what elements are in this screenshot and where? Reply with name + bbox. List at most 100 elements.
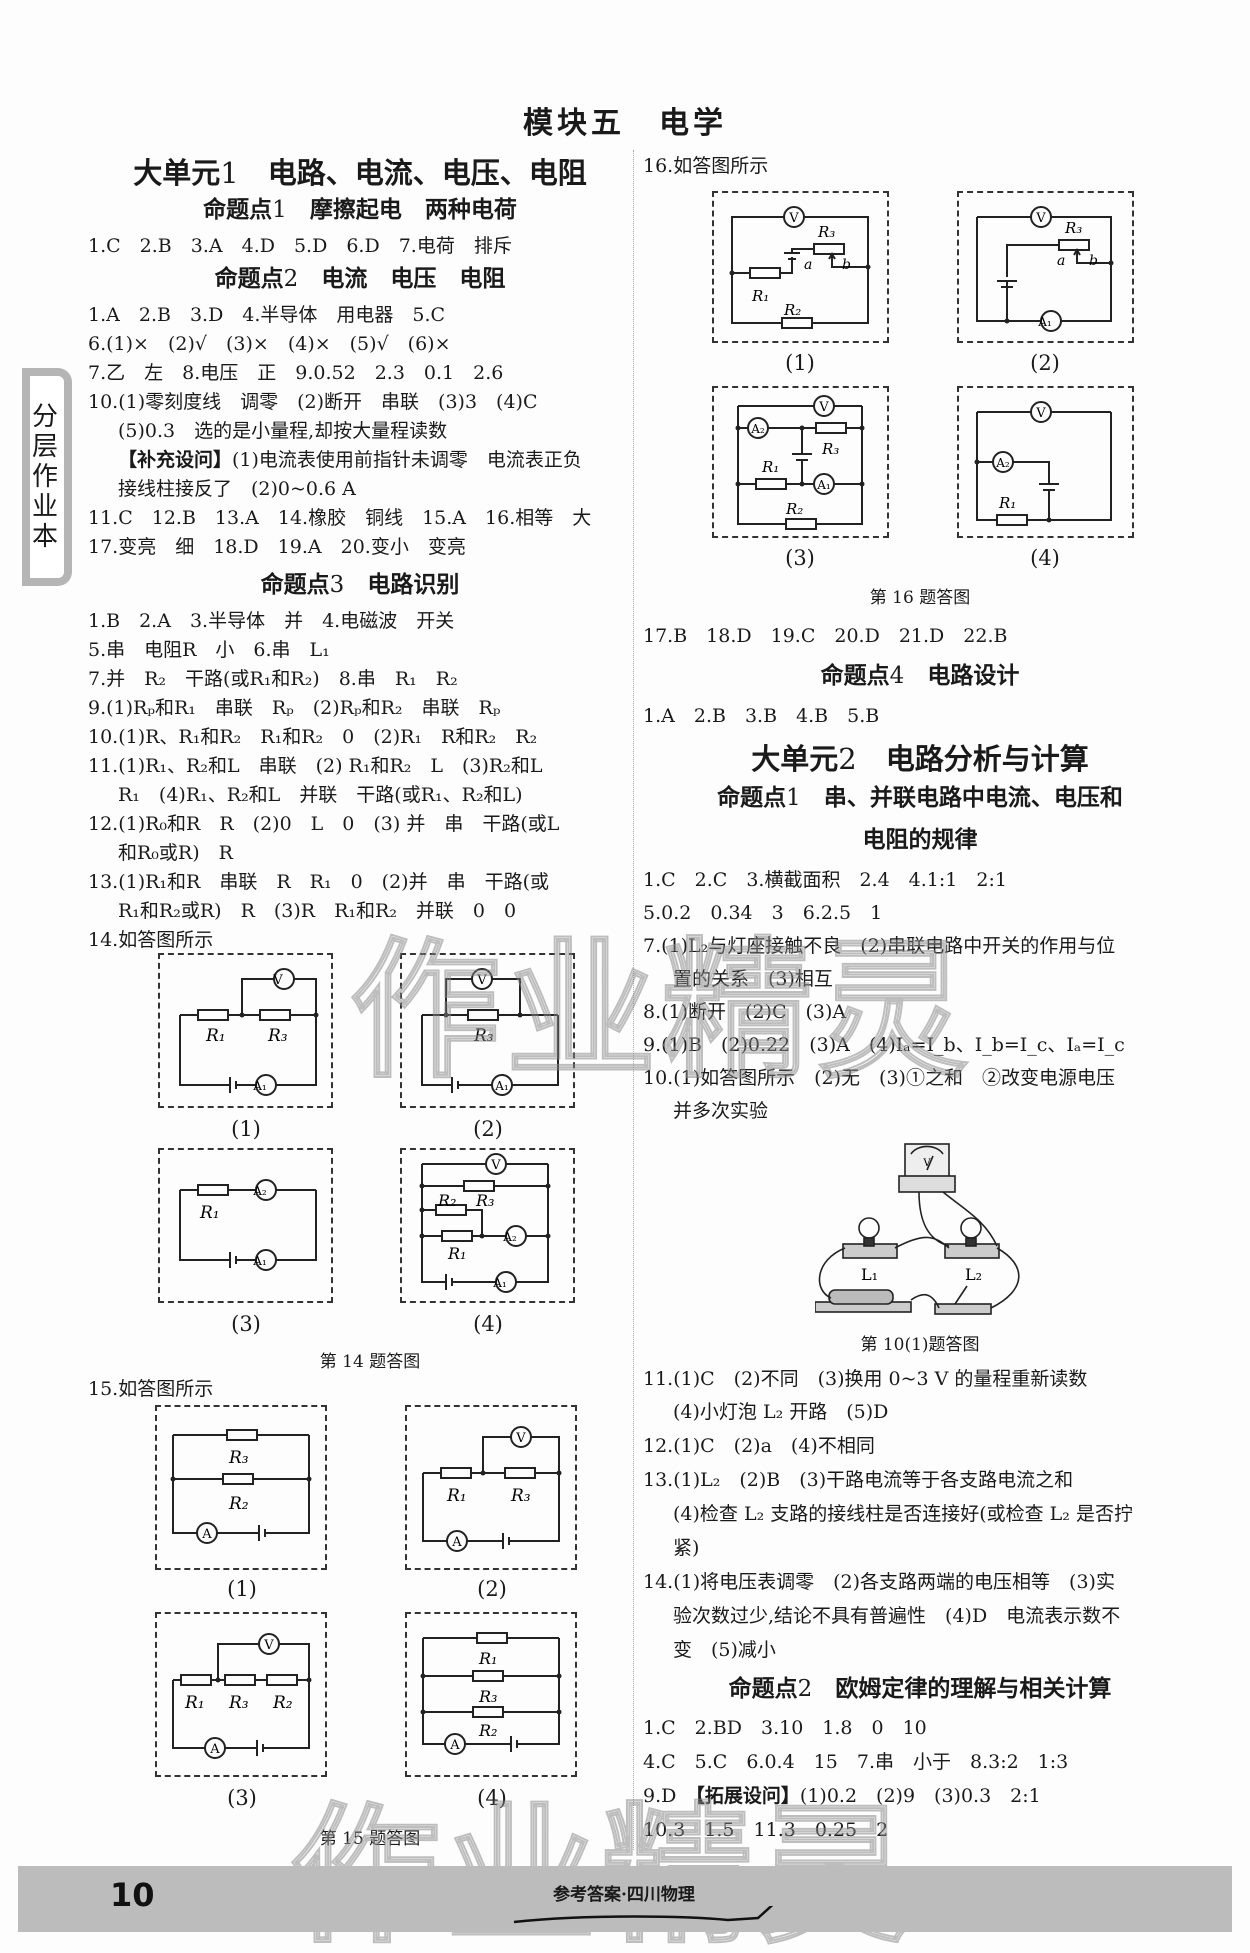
svg-text:R₃: R₃ bbox=[1064, 219, 1082, 237]
svg-text:V: V bbox=[1035, 406, 1046, 421]
svg-text:V: V bbox=[788, 211, 799, 226]
svg-text:V: V bbox=[272, 973, 283, 988]
svg-text:R₂: R₂ bbox=[783, 301, 801, 319]
answer-line: 12.(1)R₀和R R (2)0 L 0 (3) 并 串 干路(或L bbox=[88, 813, 560, 835]
answer-line: R₁和R₂或R) R (3)R R₁和R₂ 并联 0 0 bbox=[118, 900, 517, 922]
svg-text:V: V bbox=[263, 1638, 274, 1653]
svg-text:V: V bbox=[818, 400, 829, 415]
svg-text:A₁: A₁ bbox=[492, 1276, 506, 1290]
answer-line: 接线柱接反了 (2)0~0.6 A bbox=[118, 478, 356, 500]
figure-label: (4) bbox=[477, 1786, 507, 1810]
answer-line: 【补充设问】(1)电流表使用前指针未调零 电流表正负 bbox=[118, 449, 582, 471]
figure-label: (3) bbox=[231, 1312, 261, 1336]
svg-text:R₃: R₃ bbox=[473, 1026, 494, 1046]
figure-caption: 第 15 题答图 bbox=[319, 1829, 421, 1849]
circuit-diagram-16-3: V A₂ A₁ R₃ R₁ R₂ bbox=[712, 386, 889, 538]
answer-line: 7.(1)L₂与灯座接触不良 (2)串联电路中开关的作用与位 bbox=[643, 935, 1116, 957]
svg-text:A₁: A₁ bbox=[816, 478, 830, 492]
svg-text:R₂: R₂ bbox=[437, 1191, 456, 1210]
answer-line: 变 (5)减小 bbox=[673, 1639, 776, 1661]
svg-text:R₁: R₁ bbox=[199, 1203, 220, 1223]
svg-text:R₃: R₃ bbox=[228, 1693, 249, 1713]
answer-line: 15.如答图所示 bbox=[88, 1378, 214, 1400]
page-number: 10 bbox=[110, 1876, 155, 1914]
answer-line: 5.串 电阻R 小 6.串 L₁ bbox=[88, 639, 330, 661]
circuit-svg: V A₁ R₁ R₃ bbox=[179, 968, 319, 1096]
svg-text:V: V bbox=[490, 1158, 501, 1173]
figure-label: (2) bbox=[473, 1117, 503, 1141]
circuit-diagram-14-4: V A₂ A₁ R₂ R₃ R₁ bbox=[400, 1148, 575, 1303]
figure-label: (1) bbox=[785, 351, 815, 375]
svg-text:V: V bbox=[922, 1158, 931, 1169]
footer-text: 参考答案·四川物理 bbox=[553, 1885, 695, 1905]
svg-text:A₂: A₂ bbox=[750, 422, 765, 436]
figure-caption: 第 14 题答图 bbox=[319, 1352, 421, 1372]
svg-text:L₁: L₁ bbox=[861, 1265, 878, 1284]
footer-swoosh-icon bbox=[513, 1906, 774, 1924]
svg-text:a: a bbox=[804, 257, 812, 273]
topic-title-1-4: 命题点4 电路设计 bbox=[820, 663, 1020, 689]
answer-line: 1.B 2.A 3.半导体 并 4.电磁波 开关 bbox=[88, 610, 455, 632]
svg-text:R₃: R₃ bbox=[817, 223, 835, 241]
answer-line: (4)小灯泡 L₂ 开路 (5)D bbox=[673, 1401, 889, 1423]
figure-label: (3) bbox=[785, 546, 815, 570]
answer-line: 7.并 R₂ 干路(或R₁和R₂) 8.串 R₁ R₂ bbox=[88, 668, 458, 690]
answer-line: 10.(1)R、R₁和R₂ R₁和R₂ 0 (2)R₁ R和R₂ R₂ bbox=[88, 726, 538, 748]
answer-line: 6.(1)× (2)√ (3)× (4)× (5)√ (6)× bbox=[88, 333, 451, 355]
svg-text:V: V bbox=[515, 1431, 526, 1446]
svg-text:R₂: R₂ bbox=[785, 500, 803, 518]
answer-line: 10.(1)如答图所示 (2)无 (3)①之和 ②改变电源电压 bbox=[643, 1067, 1115, 1089]
svg-text:a: a bbox=[1057, 253, 1065, 269]
figure-caption: 第 10(1)题答图 bbox=[860, 1335, 980, 1355]
answer-line: 和R₀或R) R bbox=[118, 842, 233, 864]
svg-text:A₂: A₂ bbox=[252, 1184, 267, 1198]
svg-text:R₁: R₁ bbox=[751, 287, 769, 305]
answer-line: 17.B 18.D 19.C 20.D 21.D 22.B bbox=[643, 625, 1008, 647]
answer-line: (4)检查 L₂ 支路的接线柱是否连接好(或检查 L₂ 是否拧 bbox=[673, 1503, 1133, 1525]
circuit-diagram-14-1: V A₁ R₁ R₃ bbox=[158, 953, 333, 1108]
unit-title-1: 大单元1 电路、电流、电压、电阻 bbox=[133, 156, 587, 190]
answer-line: 17.变亮 细 18.D 19.A 20.变小 变亮 bbox=[88, 536, 466, 558]
answer-line: 11.(1)R₁、R₂和L 串联 (2) R₁和R₂ L (3)R₂和L bbox=[88, 755, 543, 777]
svg-text:R₃: R₃ bbox=[475, 1191, 494, 1210]
svg-text:A: A bbox=[449, 1738, 460, 1753]
svg-text:R₃: R₃ bbox=[478, 1687, 497, 1706]
svg-text:L₂: L₂ bbox=[965, 1265, 982, 1284]
answer-line: 并多次实验 bbox=[673, 1100, 769, 1122]
svg-text:R₃: R₃ bbox=[267, 1026, 288, 1046]
answer-line: (5)0.3 选的是小量程,却按大量程读数 bbox=[118, 420, 448, 442]
answer-line: 9.D 【拓展设问】(1)0.2 (2)9 (3)0.3 2:1 bbox=[643, 1785, 1041, 1807]
figure-label: (4) bbox=[473, 1312, 503, 1336]
answer-line: 1.C 2.BD 3.10 1.8 0 10 bbox=[643, 1717, 927, 1739]
answer-line: 1.A 2.B 3.D 4.半导体 用电器 5.C bbox=[88, 304, 446, 326]
svg-text:R₁: R₁ bbox=[761, 458, 779, 476]
svg-text:b: b bbox=[842, 257, 851, 273]
answer-line: 9.(1)B (2)0.22 (3)A (4)Iₐ=I_b、I_b=I_c、Iₐ… bbox=[643, 1034, 1125, 1056]
svg-text:A₂: A₂ bbox=[502, 1230, 517, 1244]
side-tab-bar bbox=[22, 368, 30, 586]
answer-line: 10.(1)零刻度线 调零 (2)断开 串联 (3)3 (4)C bbox=[88, 391, 538, 413]
answer-line: 14.(1)将电压表调零 (2)各支路两端的电压相等 (3)实 bbox=[643, 1571, 1115, 1593]
answer-line: 置的关系 (3)相互 bbox=[673, 968, 833, 990]
svg-text:A: A bbox=[451, 1535, 462, 1550]
answer-line: 13.(1)R₁和R 串联 R R₁ 0 (2)并 串 干路(或 bbox=[88, 871, 550, 893]
topic-title-2-1: 命题点1 串、并联电路中电流、电压和 bbox=[717, 785, 1123, 811]
figure-caption: 第 16 题答图 bbox=[869, 588, 971, 608]
figure-label: (3) bbox=[227, 1786, 257, 1810]
circuit-diagram-14-2: V A₁ R₃ bbox=[400, 953, 575, 1108]
svg-text:R₁: R₁ bbox=[478, 1649, 497, 1668]
topic-title-2-2: 命题点2 欧姆定律的理解与相关计算 bbox=[728, 1676, 1112, 1702]
topic-title-2-1-cont: 电阻的规律 bbox=[862, 827, 978, 853]
answer-line: 紧) bbox=[673, 1537, 700, 1559]
svg-text:R₁: R₁ bbox=[184, 1693, 205, 1713]
side-tab-label: 分层作业本 bbox=[27, 402, 58, 552]
svg-text:V: V bbox=[1035, 211, 1046, 226]
figure-label: (1) bbox=[231, 1117, 261, 1141]
svg-text:A₂: A₂ bbox=[995, 456, 1010, 470]
experiment-illustration: V L₁ L₂ bbox=[814, 1140, 1045, 1325]
svg-text:R₁: R₁ bbox=[447, 1244, 466, 1263]
circuit-diagram-16-4: V A₂ R₁ bbox=[957, 386, 1134, 538]
figure-label: (2) bbox=[1030, 351, 1060, 375]
circuit-diagram-16-1: V R₃ a b R₁ R₂ bbox=[712, 191, 889, 343]
answer-line: 13.(1)L₂ (2)B (3)干路电流等于各支路电流之和 bbox=[643, 1469, 1074, 1491]
